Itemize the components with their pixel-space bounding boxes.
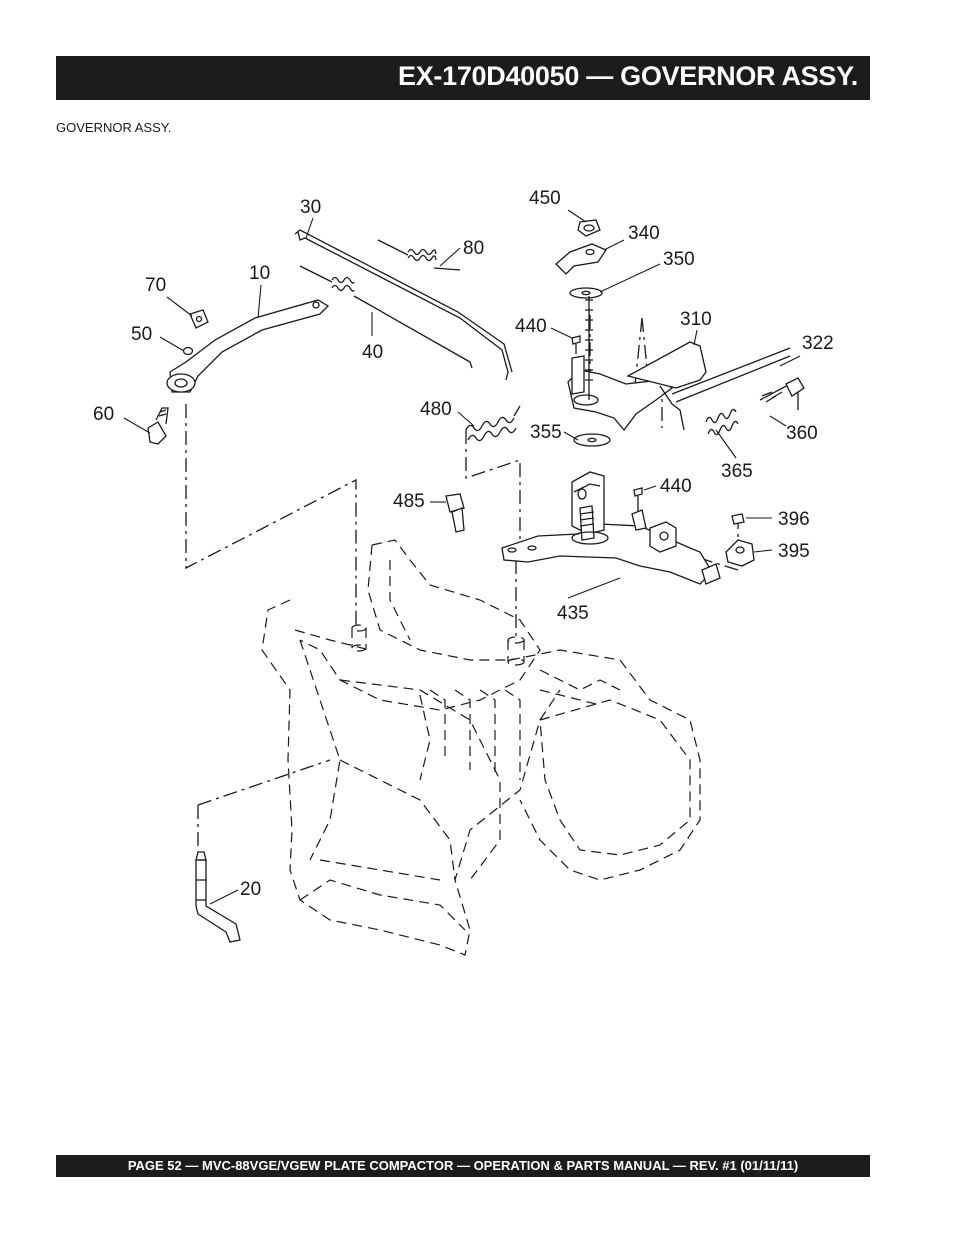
callout-360: 360 bbox=[786, 423, 818, 444]
part-70-nut bbox=[189, 309, 209, 329]
part-340-plate bbox=[555, 243, 607, 275]
part-30-rod bbox=[294, 229, 513, 381]
callout-435: 435 bbox=[557, 603, 589, 624]
part-322-rod bbox=[671, 347, 791, 403]
part-395-clamp bbox=[725, 539, 755, 567]
callout-40: 40 bbox=[362, 342, 383, 363]
title-bar: EX-170D40050 — GOVERNOR ASSY. bbox=[56, 56, 870, 100]
callout-70: 70 bbox=[145, 275, 166, 296]
page-title: EX-170D40050 — GOVERNOR ASSY. bbox=[398, 61, 858, 91]
part-396-screw bbox=[731, 513, 745, 525]
callout-310: 310 bbox=[680, 309, 712, 330]
callout-365: 365 bbox=[721, 461, 753, 482]
callout-395: 395 bbox=[778, 541, 810, 562]
callout-30: 30 bbox=[300, 197, 321, 218]
part-360-bolt bbox=[759, 377, 805, 410]
callout-480: 480 bbox=[420, 399, 452, 420]
callout-396: 396 bbox=[778, 509, 810, 530]
callout-50: 50 bbox=[131, 324, 152, 345]
callout-340: 340 bbox=[628, 223, 660, 244]
part-365-spring bbox=[705, 408, 739, 436]
part-480-spring bbox=[465, 405, 521, 442]
callout-440-upper: 440 bbox=[515, 316, 547, 337]
part-10-governor-lever bbox=[166, 299, 330, 393]
callout-350: 350 bbox=[663, 249, 695, 270]
callout-322: 322 bbox=[802, 333, 834, 354]
part-450-nut bbox=[577, 219, 601, 237]
part-440-screw-lower bbox=[631, 487, 647, 531]
footer-text: PAGE 52 — MVC-88VGE/VGEW PLATE COMPACTOR… bbox=[127, 1158, 799, 1173]
leader-lines bbox=[123, 209, 801, 905]
part-20-shaft bbox=[195, 851, 241, 943]
part-440-screw-upper bbox=[571, 335, 581, 354]
callout-485: 485 bbox=[393, 491, 425, 512]
part-40-spring-link bbox=[299, 265, 473, 369]
part-60-bolt bbox=[147, 407, 169, 445]
callout-20: 20 bbox=[240, 879, 261, 900]
callout-10: 10 bbox=[249, 263, 270, 284]
part-435-bracket bbox=[501, 471, 721, 585]
part-80-spring bbox=[377, 239, 461, 271]
part-50-clip bbox=[182, 346, 194, 356]
callout-labels: 30 10 70 50 60 80 40 450 340 350 440 310… bbox=[93, 188, 834, 900]
part-355-washer bbox=[573, 433, 611, 447]
callout-440-lower: 440 bbox=[660, 476, 692, 497]
callout-60: 60 bbox=[93, 404, 114, 425]
callout-80: 80 bbox=[463, 238, 484, 259]
footer-bar: PAGE 52 — MVC-88VGE/VGEW PLATE COMPACTOR… bbox=[56, 1155, 870, 1177]
part-485-bolt bbox=[445, 493, 465, 533]
callout-450: 450 bbox=[529, 188, 561, 209]
part-310-throttle-plate bbox=[567, 296, 707, 432]
part-350-washer bbox=[569, 287, 603, 299]
section-subtitle: GOVERNOR ASSY. bbox=[56, 120, 172, 135]
callout-355: 355 bbox=[530, 422, 562, 443]
engine-block-phantom bbox=[261, 539, 701, 956]
